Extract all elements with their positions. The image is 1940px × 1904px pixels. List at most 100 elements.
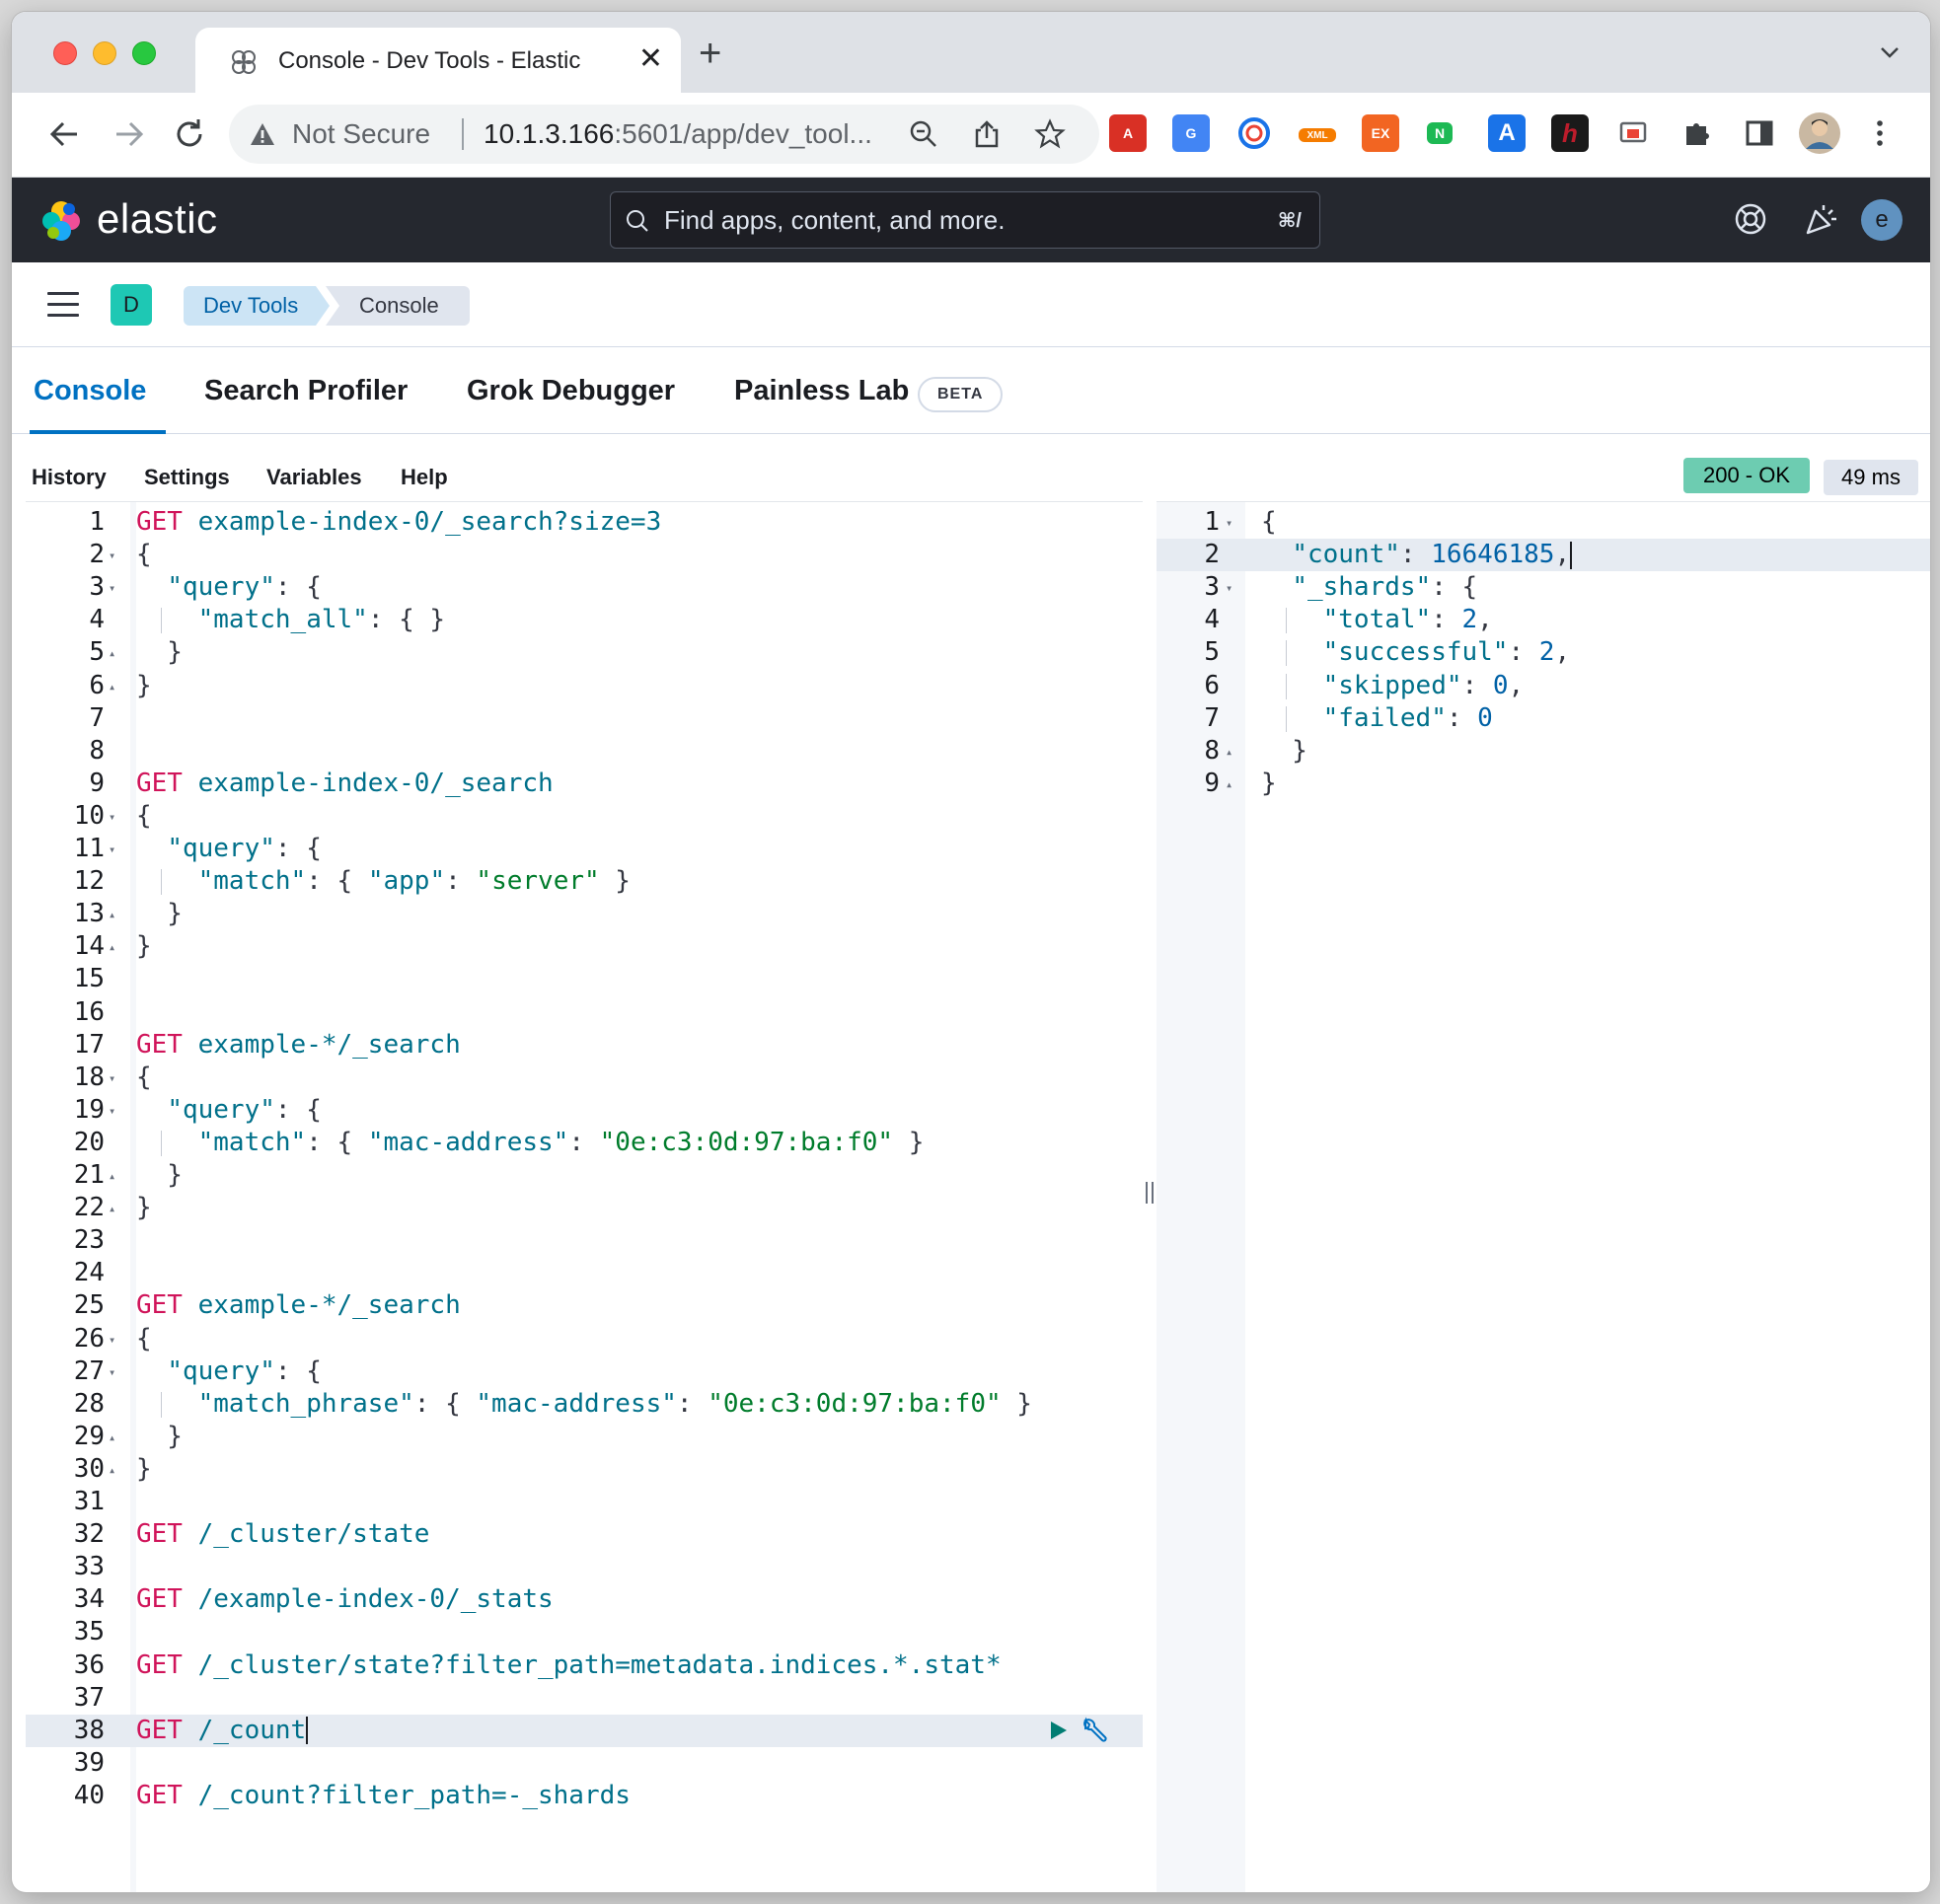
menu-hamburger-icon[interactable] xyxy=(47,292,79,318)
request-line[interactable]: 23 xyxy=(26,1224,1143,1257)
fold-close-icon[interactable]: ▴ xyxy=(109,1202,116,1216)
response-line[interactable]: 5 "successful": 2, xyxy=(1157,636,1930,669)
response-line[interactable]: 2 "count": 16646185, xyxy=(1157,539,1930,572)
zoom-icon[interactable] xyxy=(908,118,939,150)
hypothesis-extension-icon[interactable]: h xyxy=(1551,114,1589,152)
fold-open-icon[interactable]: ▾ xyxy=(109,581,116,596)
xml-extension-icon[interactable]: XML xyxy=(1299,128,1336,142)
request-line[interactable]: 31 xyxy=(26,1486,1143,1518)
request-line[interactable]: 5▴ } xyxy=(26,636,1143,669)
reload-icon[interactable] xyxy=(170,114,209,154)
address-bar[interactable]: Not Secure 10.1.3.166:5601/app/dev_tool.… xyxy=(229,105,1099,164)
settings-link[interactable]: Settings xyxy=(144,465,230,489)
back-arrow-icon[interactable] xyxy=(45,114,85,154)
fold-close-icon[interactable]: ▴ xyxy=(1226,776,1233,791)
puzzle-extensions-icon[interactable] xyxy=(1678,114,1715,152)
fold-open-icon[interactable]: ▾ xyxy=(109,1103,116,1118)
global-search-input[interactable] xyxy=(664,192,1236,248)
space-avatar[interactable]: D xyxy=(111,284,152,326)
newsfeed-party-icon[interactable] xyxy=(1800,197,1843,241)
tab-painless-lab[interactable]: Painless Lab xyxy=(734,375,910,406)
request-line[interactable]: 39 xyxy=(26,1747,1143,1780)
request-line[interactable]: 27▾ "query": { xyxy=(26,1355,1143,1388)
request-line[interactable]: 3▾ "query": { xyxy=(26,571,1143,604)
security-status-label[interactable]: Not Secure xyxy=(292,118,431,149)
request-line[interactable]: 18▾{ xyxy=(26,1062,1143,1094)
response-line[interactable]: 8▴ } xyxy=(1157,735,1930,768)
fold-open-icon[interactable]: ▾ xyxy=(109,549,116,563)
request-line[interactable]: 2▾{ xyxy=(26,539,1143,571)
fold-open-icon[interactable]: ▾ xyxy=(109,1332,116,1347)
request-line[interactable]: 15 xyxy=(26,963,1143,995)
url-text[interactable]: 10.1.3.166:5601/app/dev_tool... xyxy=(484,118,872,150)
fold-close-icon[interactable]: ▴ xyxy=(109,679,116,694)
bookmark-star-icon[interactable] xyxy=(1034,118,1066,150)
user-avatar[interactable]: e xyxy=(1861,199,1903,241)
fold-open-icon[interactable]: ▾ xyxy=(109,1070,116,1085)
window-close-button[interactable] xyxy=(53,41,77,65)
breadcrumb-dev-tools[interactable]: Dev Tools xyxy=(184,286,330,326)
request-line[interactable]: 11▾ "query": { xyxy=(26,833,1143,865)
request-line[interactable]: 30▴} xyxy=(26,1453,1143,1486)
fold-close-icon[interactable]: ▴ xyxy=(109,1169,116,1183)
window-zoom-button[interactable] xyxy=(132,41,156,65)
elastic-logo-icon[interactable] xyxy=(39,199,83,243)
response-line[interactable]: 9▴} xyxy=(1157,768,1930,800)
fold-close-icon[interactable]: ▴ xyxy=(109,940,116,955)
request-line[interactable]: 19▾ "query": { xyxy=(26,1094,1143,1127)
request-line[interactable]: 22▴} xyxy=(26,1192,1143,1224)
new-tab-button[interactable]: + xyxy=(699,32,722,75)
tab-search-chevron-icon[interactable] xyxy=(1877,39,1903,65)
fold-open-icon[interactable]: ▾ xyxy=(109,809,116,824)
request-line[interactable]: 8 xyxy=(26,735,1143,768)
tab-grok-debugger[interactable]: Grok Debugger xyxy=(467,375,676,406)
help-link[interactable]: Help xyxy=(401,465,448,489)
request-line[interactable]: 13▴ } xyxy=(26,898,1143,930)
request-line[interactable]: 21▴ } xyxy=(26,1159,1143,1192)
kebab-menu-icon[interactable] xyxy=(1861,114,1899,152)
panel-resizer[interactable] xyxy=(1143,501,1157,1892)
fold-close-icon[interactable]: ▴ xyxy=(109,1429,116,1444)
request-line[interactable]: 7 xyxy=(26,702,1143,735)
global-search-box[interactable]: ⌘/ xyxy=(610,191,1320,249)
response-line[interactable]: 7 "failed": 0 xyxy=(1157,702,1930,735)
pdf-extension-icon[interactable]: A xyxy=(1109,114,1147,152)
request-line[interactable]: 33 xyxy=(26,1551,1143,1583)
share-icon[interactable] xyxy=(971,118,1003,150)
green-extension-icon[interactable]: N xyxy=(1427,122,1453,144)
response-line[interactable]: 4 "total": 2, xyxy=(1157,604,1930,636)
fold-close-icon[interactable]: ▴ xyxy=(109,1462,116,1477)
side-panel-icon[interactable] xyxy=(1741,114,1778,152)
request-line[interactable]: 4 "match_all": { } xyxy=(26,604,1143,636)
request-line[interactable]: 20 "match": { "mac-address": "0e:c3:0d:9… xyxy=(26,1127,1143,1159)
fold-open-icon[interactable]: ▾ xyxy=(109,1364,116,1379)
response-editor[interactable]: 1▾{2 "count": 16646185,3▾ "_shards": {4 … xyxy=(1157,501,1930,1892)
request-line[interactable]: 28 "match_phrase": { "mac-address": "0e:… xyxy=(26,1388,1143,1421)
request-line[interactable]: 10▾{ xyxy=(26,800,1143,833)
tab-close-icon[interactable]: ✕ xyxy=(637,42,663,75)
request-line[interactable]: 24 xyxy=(26,1257,1143,1289)
cast-extension-icon[interactable] xyxy=(1614,114,1652,152)
tab-search-profiler[interactable]: Search Profiler xyxy=(204,375,409,406)
response-line[interactable]: 1▾{ xyxy=(1157,506,1930,539)
request-line[interactable]: 14▴} xyxy=(26,930,1143,963)
history-link[interactable]: History xyxy=(32,465,107,489)
browser-tab-active[interactable]: Console - Dev Tools - Elastic ✕ xyxy=(195,28,681,93)
profile-avatar-icon[interactable] xyxy=(1798,111,1841,155)
window-minimize-button[interactable] xyxy=(93,41,116,65)
request-line[interactable]: 29▴ } xyxy=(26,1421,1143,1453)
help-lifebuoy-icon[interactable] xyxy=(1729,197,1772,241)
request-line[interactable]: 37 xyxy=(26,1682,1143,1715)
fold-open-icon[interactable]: ▾ xyxy=(109,842,116,856)
dictionary-extension-icon[interactable]: A xyxy=(1488,114,1526,152)
fold-close-icon[interactable]: ▴ xyxy=(109,646,116,661)
resizer-grip-icon[interactable] xyxy=(1146,1182,1154,1204)
